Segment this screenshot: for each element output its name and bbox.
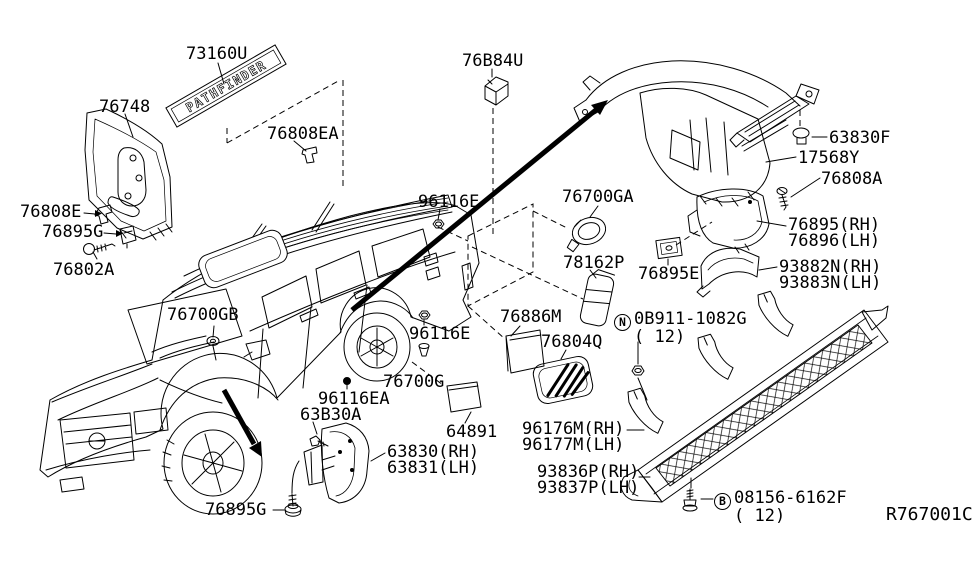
arrow-head-front: [249, 441, 262, 457]
part-76895G-screw-bottom: [284, 493, 302, 517]
part-93882N-finisher: [696, 247, 760, 298]
part-step-board: [637, 305, 889, 503]
label-96116E-upper: 96116E: [418, 192, 480, 212]
arrow-head-rear: [591, 100, 608, 115]
label-93882N-RH: 93882N(RH): [779, 257, 882, 277]
label-76804Q: 76804Q: [541, 332, 603, 352]
part-63B30A-bolt: [309, 435, 329, 447]
label-63831-LH: 63831(LH): [387, 458, 480, 478]
part-76895E-nut: [655, 236, 683, 260]
part-76886M-pad: [505, 329, 545, 374]
label-17568Y: 17568Y: [798, 148, 860, 168]
vehicle-illustration: [39, 194, 480, 515]
part-76804Q-vent: [532, 355, 594, 405]
label-63830F: 63830F: [829, 128, 891, 148]
label-76700G: 76700G: [383, 372, 445, 392]
dashed-reference-lines: [226, 79, 801, 386]
circled-b-symbol: B: [714, 493, 731, 510]
emblem-text: PATHFINDER: [183, 57, 269, 115]
part-0B911-nut: [631, 365, 645, 376]
label-76700GB: 76700GB: [167, 305, 239, 325]
part-78162P-pad: [579, 269, 616, 327]
label-64891: 64891: [446, 422, 498, 442]
part-64891-protector: [446, 381, 482, 413]
location-arrows: [221, 100, 608, 457]
part-93836P-end-cap: [620, 469, 663, 503]
label-76895G-top: 76895G: [42, 222, 104, 242]
part-96116E-nut-lower: [418, 310, 431, 320]
label-76895-RH: 76895(RH): [788, 215, 881, 235]
part-96116EA-grommet: [343, 377, 351, 390]
part-96116E-nut-upper: [432, 219, 445, 229]
part-76B84U-clip: [484, 76, 509, 106]
nut-quantity: ( 12): [634, 327, 686, 347]
label-76B84U: 76B84U: [462, 51, 524, 71]
label-73160U: 73160U: [186, 44, 248, 64]
label-63B30A: 63B30A: [300, 405, 362, 425]
label-76748: 76748: [99, 97, 151, 117]
part-08156-bolt: [682, 488, 698, 512]
label-76808EA: 76808EA: [267, 124, 339, 144]
bolt-part-number: 08156-6162F: [734, 488, 847, 508]
circled-n-symbol: N: [614, 314, 631, 331]
label-96116EA: 96116EA: [318, 389, 390, 409]
label-93883N-LH: 93883N(LH): [779, 273, 882, 293]
label-76896-LH: 76896(LH): [788, 231, 881, 251]
part-63830F-grommet: [792, 127, 810, 145]
part-76700G-clip: [418, 343, 430, 357]
part-wheelhouse-protector: [573, 60, 801, 207]
part-76748-fender-protector: [84, 108, 173, 241]
label-96176M-RH: 96176M(RH): [522, 419, 625, 439]
label-76802A: 76802A: [53, 260, 115, 280]
label-78162P: 78162P: [563, 253, 625, 273]
drawing-ref-code: R767001C: [886, 504, 973, 525]
part-76808EA-clip: [301, 146, 318, 164]
part-76808A-screw: [776, 187, 789, 211]
label-76895G-bottom: 76895G: [205, 500, 267, 520]
nut-part-number: 0B911-1082G: [634, 309, 747, 329]
label-96177M-LH: 96177M(LH): [522, 435, 625, 455]
part-63830-mud-flap: [303, 422, 370, 504]
part-17568Y-bracket: [729, 83, 820, 152]
label-76886M: 76886M: [500, 307, 562, 327]
part-76700GA-clip-ring: [566, 216, 607, 253]
label-76700GA: 76700GA: [562, 187, 634, 207]
label-76808E: 76808E: [20, 202, 82, 222]
part-76895G-grommet: [119, 225, 137, 249]
label-93837P-LH: 93837P(LH): [537, 478, 640, 498]
leader-lines: [83, 62, 828, 511]
part-76802A-screw: [83, 243, 116, 255]
bolt-quantity: ( 12): [734, 506, 786, 526]
label-76895E: 76895E: [638, 264, 700, 284]
label-93836P-RH: 93836P(RH): [537, 462, 640, 482]
label-96116E-lower: 96116E: [409, 324, 471, 344]
label-76808A: 76808A: [821, 169, 883, 189]
label-63830-RH: 63830(RH): [387, 442, 480, 462]
